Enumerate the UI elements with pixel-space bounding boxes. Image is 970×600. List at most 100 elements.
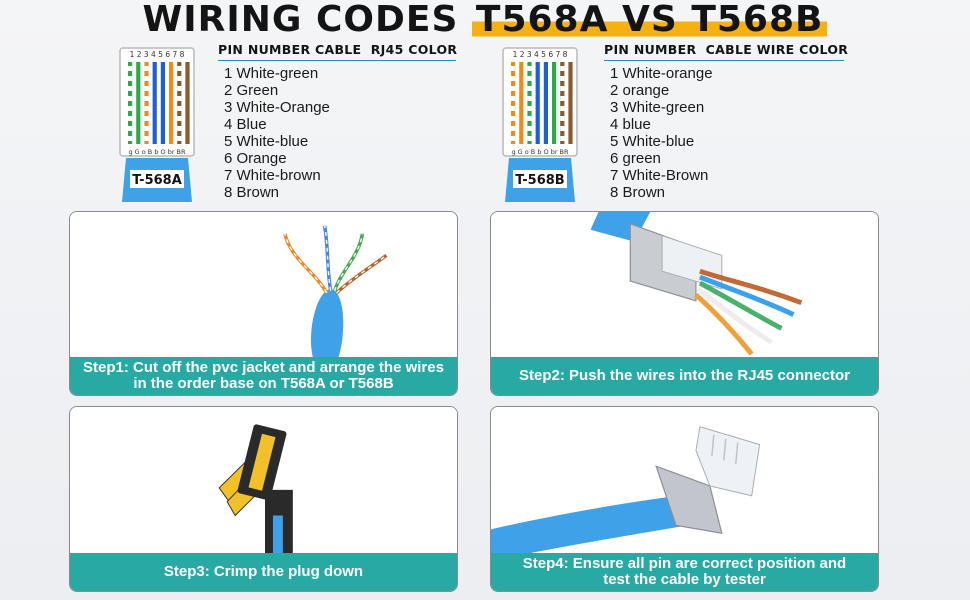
list-item: 3 White-Orange <box>224 99 330 116</box>
list-item: 4 blue <box>610 116 651 133</box>
t568a-wire-stripe <box>144 116 149 121</box>
step4-line1: Step4: Ensure all pin are correct positi… <box>522 555 847 572</box>
t568b-wire-stripe <box>511 106 516 111</box>
t568b-wire-4 <box>535 62 540 144</box>
list-item: 6 green <box>610 150 661 167</box>
t568b-wire-3 <box>527 62 532 144</box>
t568a-wire-stripe <box>128 76 133 81</box>
t568a-connector-diagram: 1 2 3 4 5 6 7 8 g G o B b O br BR T-568A <box>118 46 196 202</box>
t568a-wire-stripe <box>177 96 182 101</box>
title-prefix: WIRING CODES <box>142 0 472 40</box>
t568b-wire-6 <box>552 62 557 144</box>
step2-caption: Step2: Push the wires into the RJ45 conn… <box>491 357 878 395</box>
t568b-wire-stripe <box>511 136 516 141</box>
t568a-wire-stripe <box>177 106 182 111</box>
list-item: 2 orange <box>610 82 670 99</box>
t568a-label: T-568A <box>132 173 182 188</box>
step3-caption: Step3: Crimp the plug down <box>70 553 457 591</box>
t568a-wire-stripe <box>128 86 133 91</box>
t568b-wire-stripe <box>511 86 516 91</box>
t568a-wires <box>128 62 190 144</box>
t568b-color-codes: g G o B b O br BR <box>511 148 569 156</box>
step3-line1: Step3: Crimp the plug down <box>163 563 364 580</box>
finished-plug-image <box>491 407 878 553</box>
t568a-wire-stripe <box>177 86 182 91</box>
step4-caption: Step4: Ensure all pin are correct positi… <box>491 553 878 591</box>
t568a-wire-stripe <box>144 86 149 91</box>
t568a-wire-3 <box>144 62 149 144</box>
t568a-table-header: PIN NUMBER CABLE RJ45 COLOR <box>218 42 457 61</box>
t568b-wire-stripe <box>560 126 565 131</box>
t568b-wire-stripe <box>560 66 565 71</box>
t568b-wire-stripe <box>560 96 565 101</box>
t568b-wire-1 <box>511 62 516 144</box>
t568b-wire-stripe <box>511 126 516 131</box>
t568a-wire-7 <box>177 62 182 144</box>
t568a-wire-stripe <box>144 76 149 81</box>
step1-line2: in the order base on T568A or T568B <box>133 375 394 392</box>
t568a-wire-stripe <box>128 96 133 101</box>
t568a-wire-stripe <box>177 116 182 121</box>
t568a-wire-stripe <box>128 66 133 71</box>
t568b-wire-stripe <box>527 136 532 141</box>
t568a-wire-stripe <box>177 136 182 141</box>
t568a-wire-5 <box>160 62 165 144</box>
t568b-connector-svg: 1 2 3 4 5 6 7 8 g G o B b O br BR T-568B <box>502 47 578 202</box>
t568b-wire-stripe <box>560 76 565 81</box>
t568b-wire-stripe <box>511 66 516 71</box>
t568a-wire-stripe <box>177 66 182 71</box>
t568a-pin-list: 1 White-green 2 Green 3 White-Orange 4 B… <box>218 65 456 201</box>
t568a-color-codes: g G o B b O br BR <box>128 148 186 156</box>
t568b-connector-diagram: 1 2 3 4 5 6 7 8 g G o B b O br BR T-568B <box>501 46 579 202</box>
step1-illustration <box>70 212 457 357</box>
t568a-wire-2 <box>136 62 141 144</box>
t568b-wire-7 <box>560 62 565 144</box>
page-title: WIRING CODES T568A VS T568B <box>0 0 970 40</box>
t568b-wire-stripe <box>560 116 565 121</box>
t568b-wire-stripe <box>527 126 532 131</box>
t568a-wire-stripe <box>128 116 133 121</box>
t568b-wire-2 <box>519 62 524 144</box>
t568a-pin-table: PIN NUMBER CABLE RJ45 COLOR 1 White-gree… <box>218 42 457 201</box>
t568b-label: T-568B <box>515 173 564 188</box>
t568a-wire-6 <box>169 62 174 144</box>
list-item: 8 Brown <box>610 184 666 201</box>
list-item: 2 Green <box>224 82 279 99</box>
t568a-wire-stripe <box>144 126 149 131</box>
t568b-wire-stripe <box>527 86 532 91</box>
step4-panel: Step4: Ensure all pin are correct positi… <box>490 406 879 592</box>
t568b-wire-stripe <box>511 76 516 81</box>
step1-caption: Step1: Cut off the pvc jacket and arrang… <box>70 357 457 395</box>
t568a-wire-1 <box>128 62 133 144</box>
list-item: 5 White-blue <box>610 133 695 150</box>
t568b-pin-table: PIN NUMBER CABLE WIRE COLOR 1 White-oran… <box>604 42 848 201</box>
t568a-wire-stripe <box>128 136 133 141</box>
crimping-tool-image <box>70 407 457 553</box>
t568b-wire-stripe <box>527 76 532 81</box>
step3-panel: Step3: Crimp the plug down <box>69 406 458 592</box>
step1-line1: Step1: Cut off the pvc jacket and arrang… <box>83 359 444 376</box>
list-item: 3 White-green <box>610 99 705 116</box>
list-item: 1 White-orange <box>610 65 713 82</box>
list-item: 1 White-green <box>224 65 319 82</box>
t568a-connector-svg: 1 2 3 4 5 6 7 8 g G o B b O br BR T-568A <box>119 47 195 202</box>
t568b-wire-stripe <box>511 116 516 121</box>
t568a-wire-stripe <box>177 76 182 81</box>
t568b-wire-stripe <box>560 106 565 111</box>
t568a-wire-stripe <box>144 66 149 71</box>
step2-panel: Step2: Push the wires into the RJ45 conn… <box>490 211 879 396</box>
t568b-wire-stripe <box>560 136 565 141</box>
t568b-wire-stripe <box>527 66 532 71</box>
list-item: 7 White-Brown <box>610 167 709 184</box>
t568b-wire-8 <box>568 62 573 144</box>
list-item: 7 White-brown <box>224 167 321 184</box>
t568a-wire-stripe <box>144 136 149 141</box>
t568b-pin-numbers: 1 2 3 4 5 6 7 8 <box>513 50 568 59</box>
t568a-wire-8 <box>185 62 190 144</box>
t568a-wire-stripe <box>128 126 133 131</box>
t568b-wire-stripe <box>511 96 516 101</box>
t568a-wire-stripe <box>144 96 149 101</box>
list-item: 4 Blue <box>224 116 267 133</box>
step2-line1: Step2: Push the wires into the RJ45 conn… <box>519 367 850 384</box>
step4-illustration <box>491 407 878 553</box>
